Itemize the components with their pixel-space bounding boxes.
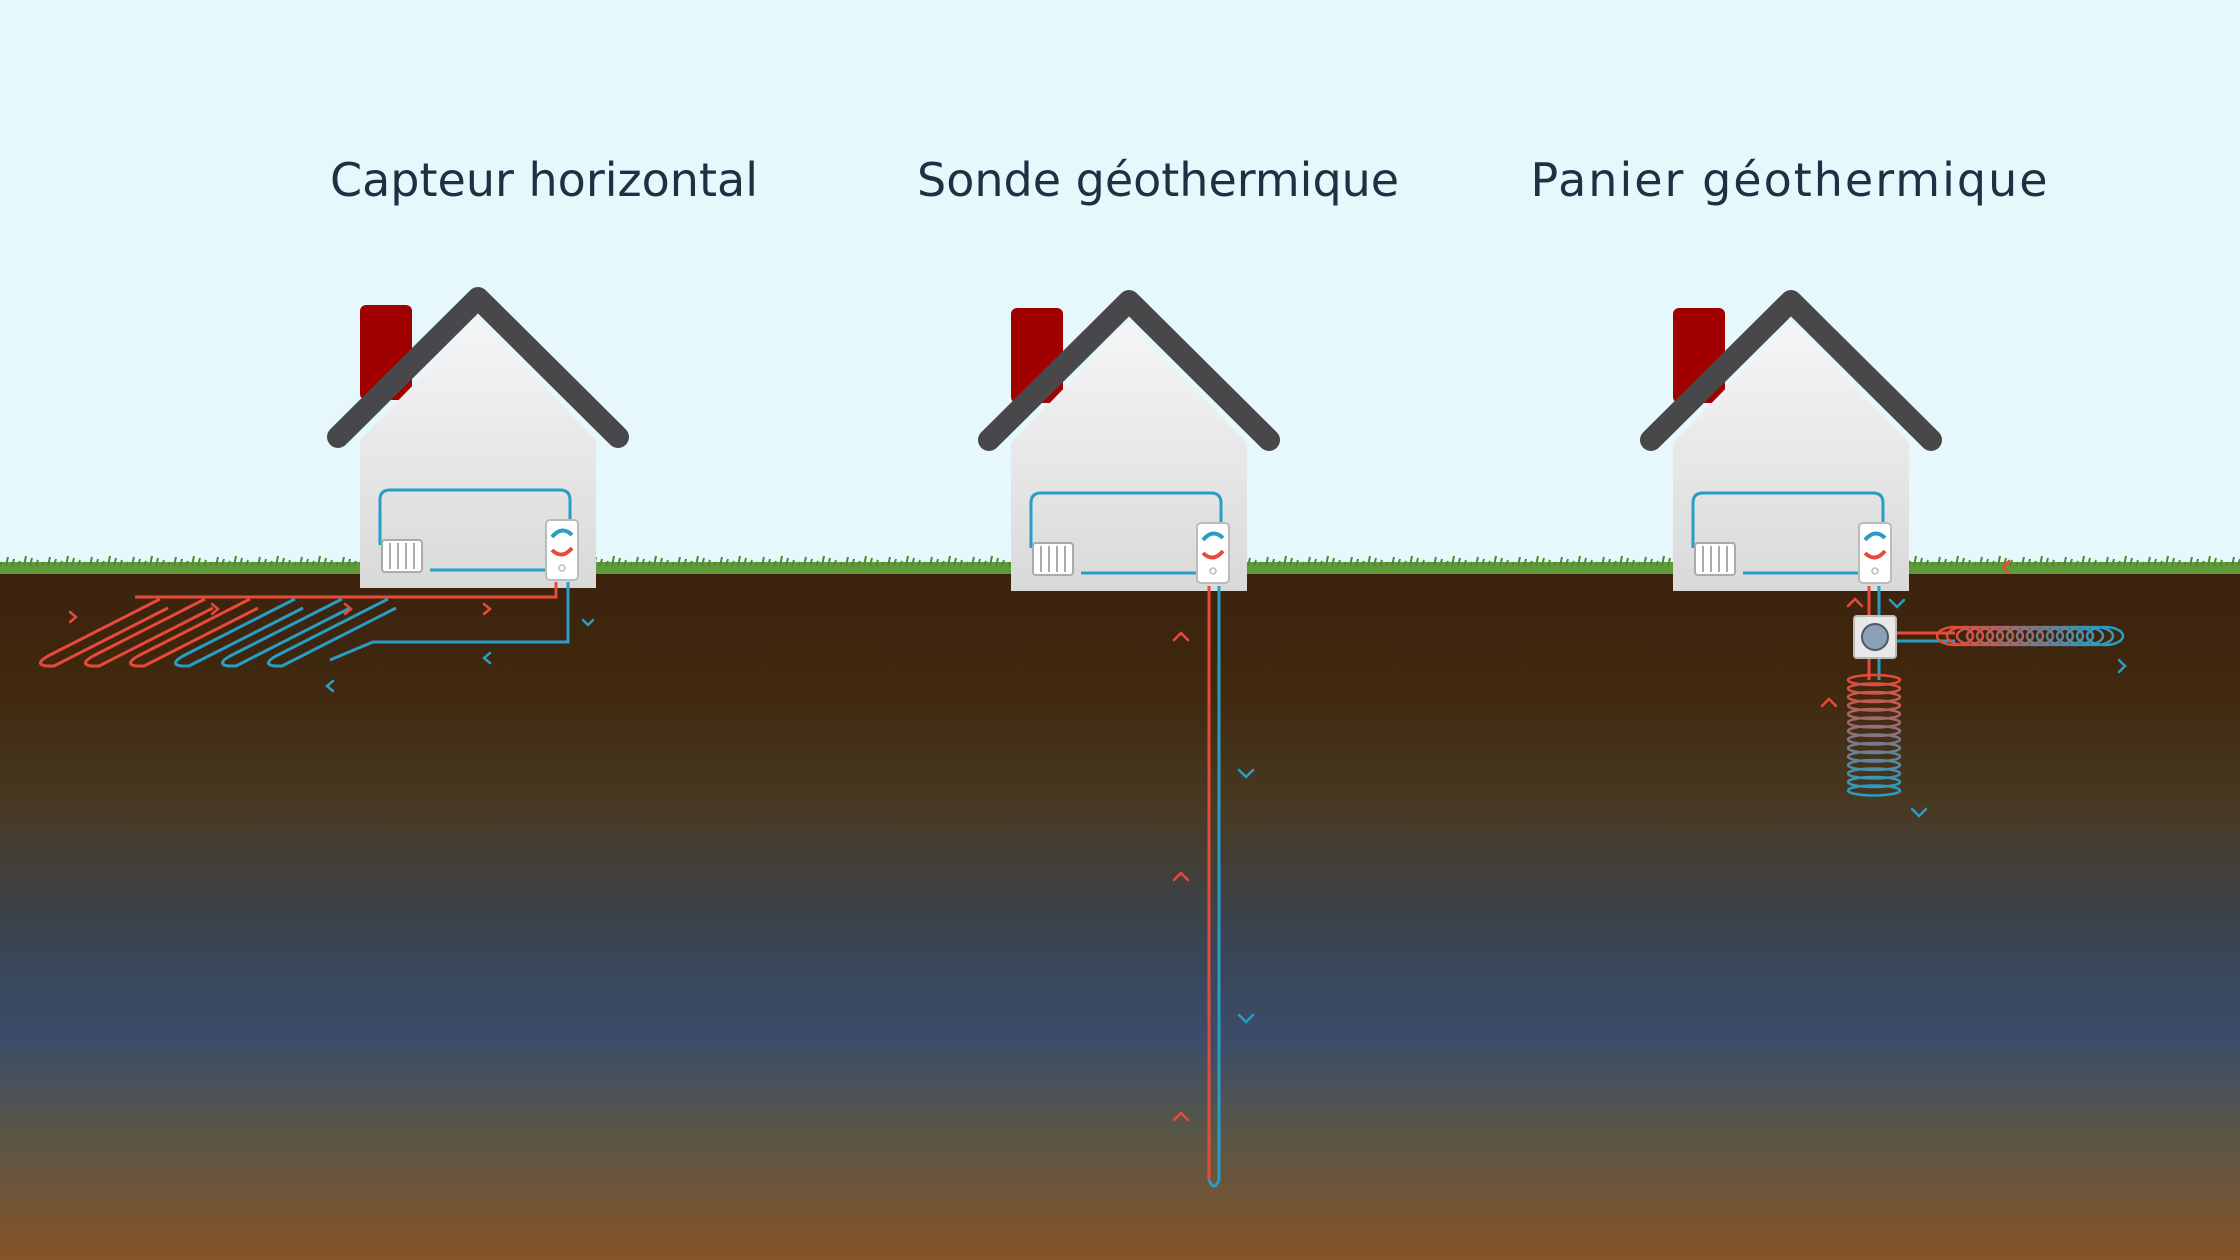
title-geothermal-probe: Sonde géothermique: [917, 153, 1400, 207]
vertical-coil: [1846, 673, 1902, 797]
house-icon: [1640, 290, 1942, 591]
vertical-probe: [1172, 586, 1255, 1188]
soil: [0, 570, 2240, 1260]
roof: [327, 287, 629, 448]
cold-pipe: [329, 582, 570, 662]
title-geothermal-basket: Panier géothermique: [1530, 153, 2050, 207]
house-wall: [360, 318, 596, 588]
heat-pump-icon: [1858, 522, 1892, 584]
hot-pipe: [135, 582, 558, 599]
radiator-icon: [1032, 542, 1074, 576]
horizontal-collector: [39, 597, 397, 668]
radiator-icon: [1694, 542, 1736, 576]
radiator-icon: [381, 539, 423, 573]
indoor-circuit: [378, 488, 572, 545]
collector-box-icon: [1853, 615, 1897, 659]
flow-arrows: [68, 602, 595, 693]
title-horizontal-collector: Capteur horizontal: [330, 153, 758, 207]
heat-pump-icon: [545, 519, 579, 581]
house-icon: [978, 290, 1280, 591]
horizontal-coil: [1935, 625, 2125, 647]
heat-pump-icon: [1196, 522, 1230, 584]
house-icon: [39, 287, 629, 693]
geothermal-basket: [1820, 559, 2127, 818]
